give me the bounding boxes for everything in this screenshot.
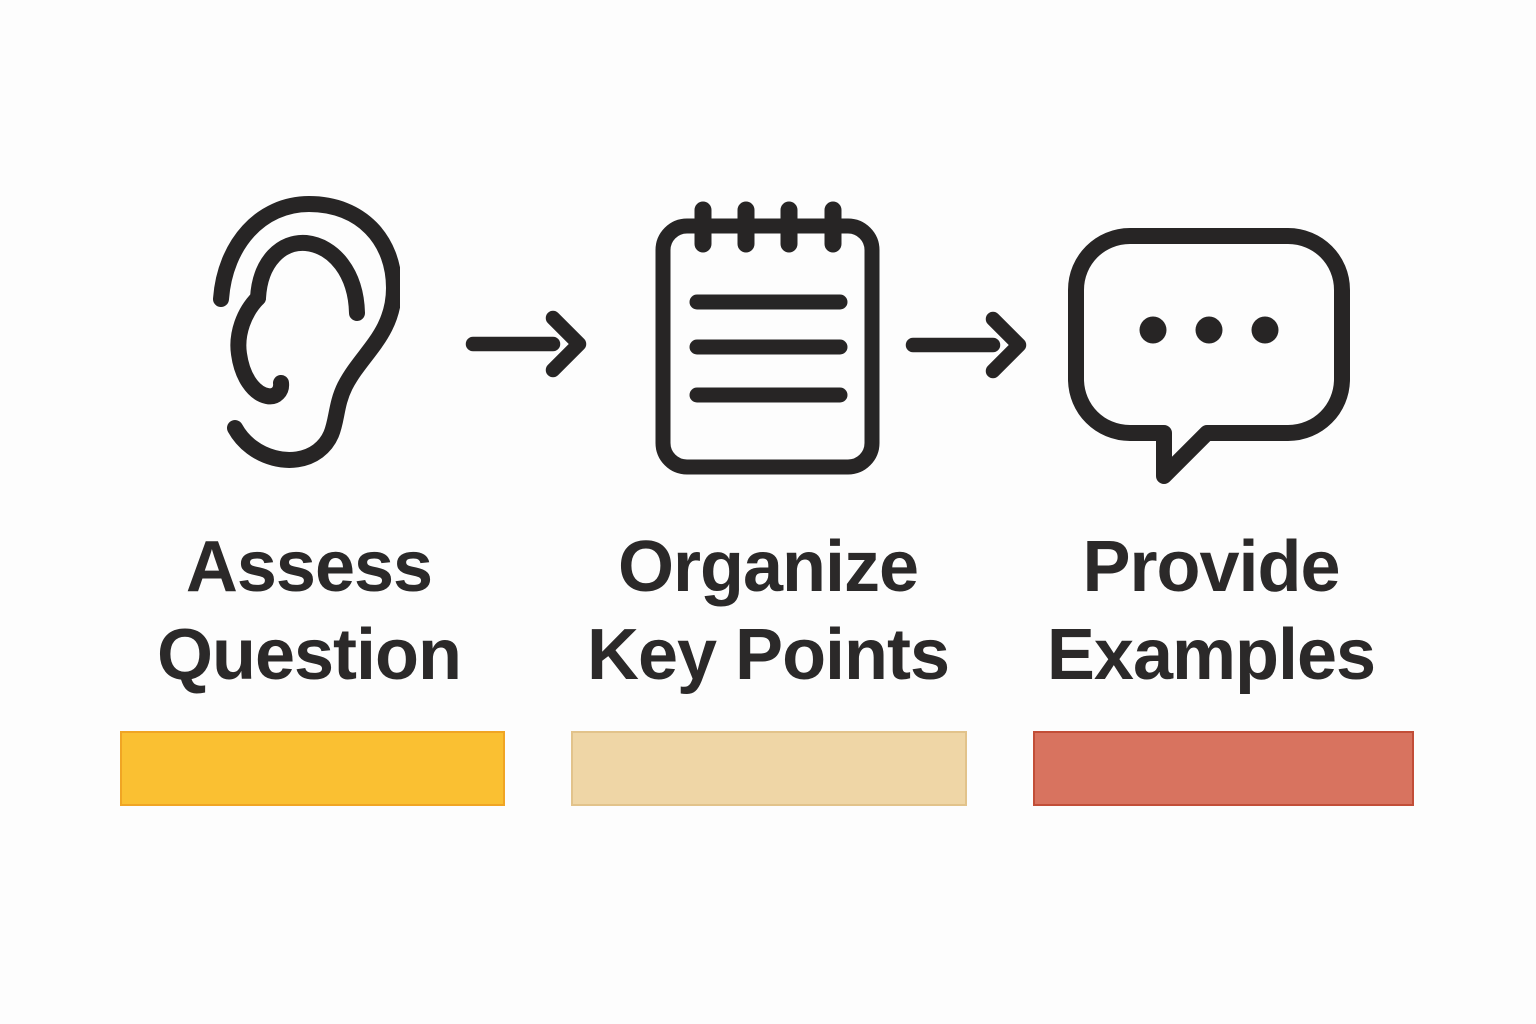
- step-label-assess-question: Assess Question: [109, 523, 509, 699]
- step-label-line: Key Points: [586, 615, 950, 695]
- ear-icon: [213, 196, 400, 468]
- step-label-line: Organize: [617, 527, 919, 607]
- step-label-line: Provide: [1082, 527, 1340, 607]
- step-color-bar: [120, 731, 505, 806]
- step-color-bar: [571, 731, 967, 806]
- arrow-right-icon: [465, 310, 587, 378]
- speech-bubble-icon: [1068, 228, 1350, 484]
- arrow-right-icon: [905, 311, 1027, 379]
- step-label-provide-examples: Provide Examples: [1011, 523, 1411, 699]
- dot-icon: [1195, 316, 1223, 344]
- step-label-line: Assess: [185, 527, 433, 607]
- dot-icon: [1139, 316, 1167, 344]
- step-label-organize-key-points: Organize Key Points: [568, 523, 968, 699]
- notepad-icon: [655, 201, 880, 475]
- step-label-line: Examples: [1046, 615, 1376, 695]
- step-label-line: Question: [156, 615, 462, 695]
- step-color-bar: [1033, 731, 1414, 806]
- dot-icon: [1251, 316, 1279, 344]
